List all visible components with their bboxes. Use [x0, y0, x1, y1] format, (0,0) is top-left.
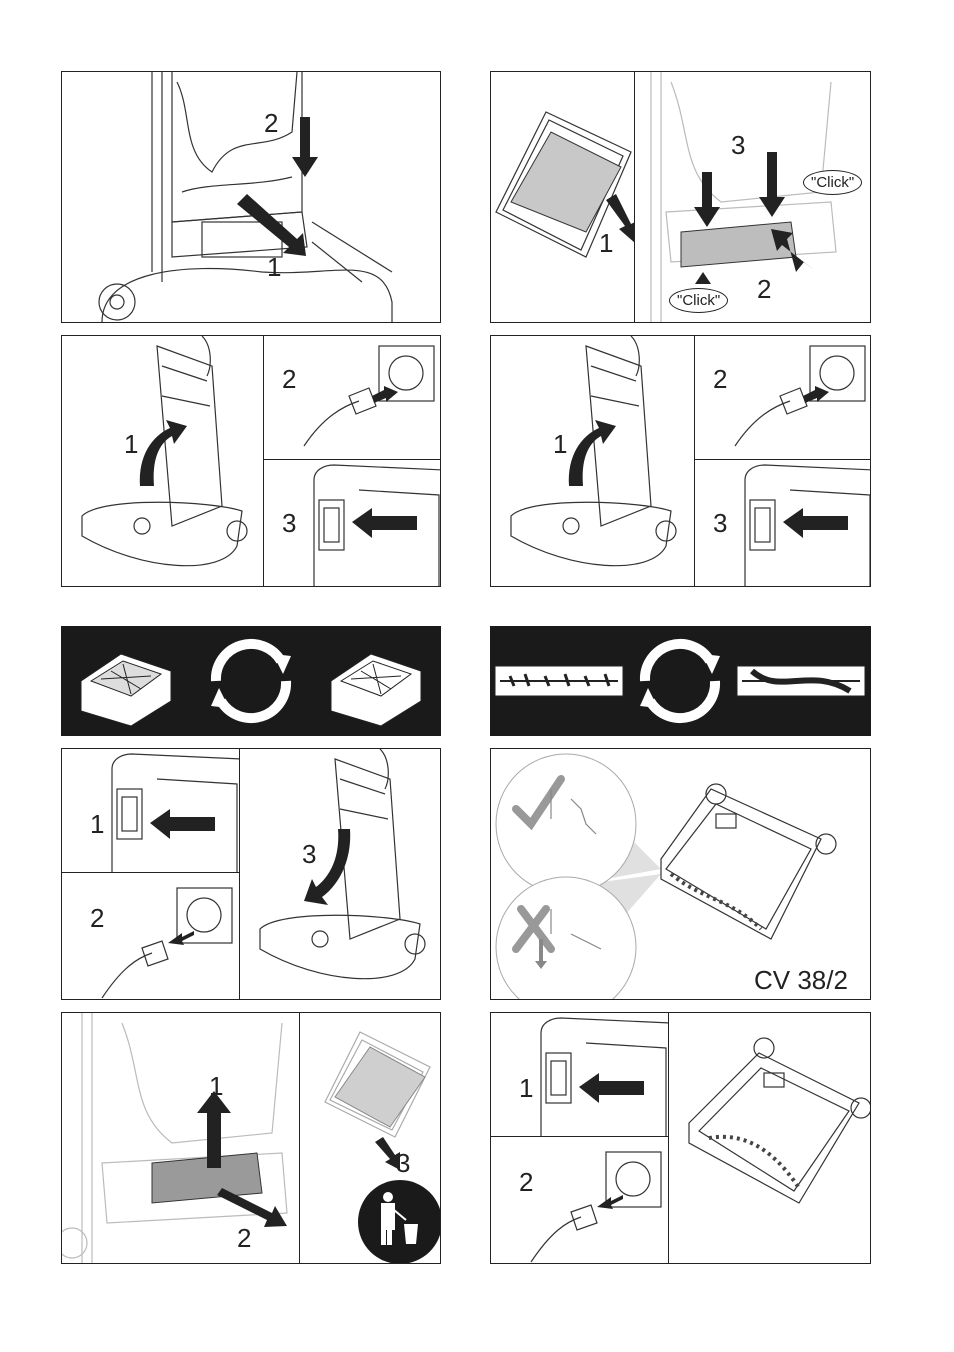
- switch-view: 1: [62, 749, 240, 873]
- switch-view: 1: [491, 1013, 669, 1137]
- panel-brush-steps: 1 2: [490, 1012, 871, 1264]
- filter-pad: [510, 131, 622, 233]
- filter-new-icon: [330, 653, 422, 727]
- model-label: CV 38/2: [754, 965, 848, 995]
- panel-brush-wear-check: CV 38/2: [490, 748, 871, 1000]
- dispose-view: 3: [299, 1013, 440, 1263]
- click-label: "Click": [669, 288, 729, 313]
- arrow-push-icon: [771, 229, 814, 272]
- banner-brush-replace: [490, 626, 871, 736]
- panel-lower-steps: 1 2 3: [61, 748, 441, 1000]
- step-number: 2: [757, 274, 772, 304]
- panel-filter-insert: 1 3 2 "Click" "Click": [490, 71, 871, 323]
- step-number: 1: [124, 429, 139, 459]
- step-number: 1: [599, 228, 614, 258]
- step-number: 1: [553, 429, 568, 459]
- vacuum-upright-illustration: [510, 336, 677, 567]
- arrow-out-icon: [217, 1188, 287, 1227]
- arrow-up-icon: [606, 194, 634, 243]
- brush-roller-old-icon: [494, 665, 624, 697]
- arrow-left-icon: [783, 508, 848, 538]
- remove-filter-illustration: [62, 1013, 288, 1263]
- panel-upright-steps-right: 1 2 3: [490, 335, 871, 587]
- arrow-plug-icon: [803, 386, 829, 403]
- filter-cassette-view: 1: [491, 72, 635, 322]
- arrow-down-icon: [759, 152, 785, 217]
- step-number: 1: [209, 1071, 224, 1101]
- brush-underside-illustration: [688, 1037, 870, 1204]
- filter-seat-illustration: [650, 72, 837, 322]
- tilt-arrow-icon: [139, 420, 187, 486]
- arrow-unplug-icon: [597, 1195, 623, 1209]
- step-number: 3: [282, 508, 297, 538]
- arrow-left-icon: [352, 508, 417, 538]
- arrow-left-icon: [579, 1073, 644, 1103]
- arrow-down-icon: [694, 172, 720, 227]
- trash-bin-icon: [358, 1180, 440, 1263]
- arrow-left-icon: [150, 809, 215, 839]
- switch-view: 3: [263, 459, 440, 586]
- filter-old-icon: [80, 653, 172, 727]
- socket-view: 2: [694, 336, 870, 460]
- vacuum-lower-illustration: [259, 749, 426, 980]
- step-number: 2: [713, 364, 728, 394]
- pointer-icon: [695, 272, 711, 284]
- used-filter-pad: [334, 1046, 426, 1128]
- brush-wear-illustration: [495, 753, 837, 999]
- arrow-down-icon: [292, 117, 318, 177]
- socket-view: 2: [491, 1136, 669, 1263]
- tilt-arrow-icon: [568, 420, 616, 486]
- refresh-cycle-icon: [210, 638, 292, 724]
- step-number: 2: [237, 1223, 252, 1253]
- step-number: 2: [90, 903, 105, 933]
- step-number: 1: [519, 1073, 534, 1103]
- arrow-plug-icon: [372, 386, 398, 403]
- dustbag-insert-illustration: [98, 72, 393, 322]
- arrow-push-icon: [237, 194, 306, 256]
- click-label: "Click": [803, 170, 863, 195]
- switch-view: 3: [694, 459, 870, 586]
- arrow-unplug-icon: [168, 931, 194, 945]
- panel-dustbag-insert: 2 1: [61, 71, 441, 323]
- banner-filter-replace: [61, 626, 441, 736]
- vacuum-upright-illustration: [81, 336, 248, 567]
- step-number: 2: [519, 1167, 534, 1197]
- step-number: 3: [396, 1148, 411, 1178]
- step-number: 1: [90, 809, 105, 839]
- brush-roller-new-icon: [736, 665, 866, 697]
- cross-mark-icon: [512, 905, 555, 953]
- arrow-down-icon: [375, 1137, 400, 1170]
- step-number: 3: [731, 130, 746, 160]
- panel-remove-dispose: 1 2 3: [61, 1012, 441, 1264]
- step-number: 3: [302, 839, 317, 869]
- step-number: 1: [267, 252, 282, 282]
- step-number: 3: [713, 508, 728, 538]
- step-number: 2: [264, 108, 279, 138]
- arrow-up-icon: [197, 1091, 231, 1168]
- step-number: 2: [282, 364, 297, 394]
- lower-arrow-icon: [304, 829, 351, 905]
- socket-view: 2: [62, 872, 240, 999]
- socket-view: 2: [263, 336, 440, 460]
- refresh-cycle-icon: [639, 638, 721, 724]
- panel-upright-steps-left: 1 2 3: [61, 335, 441, 587]
